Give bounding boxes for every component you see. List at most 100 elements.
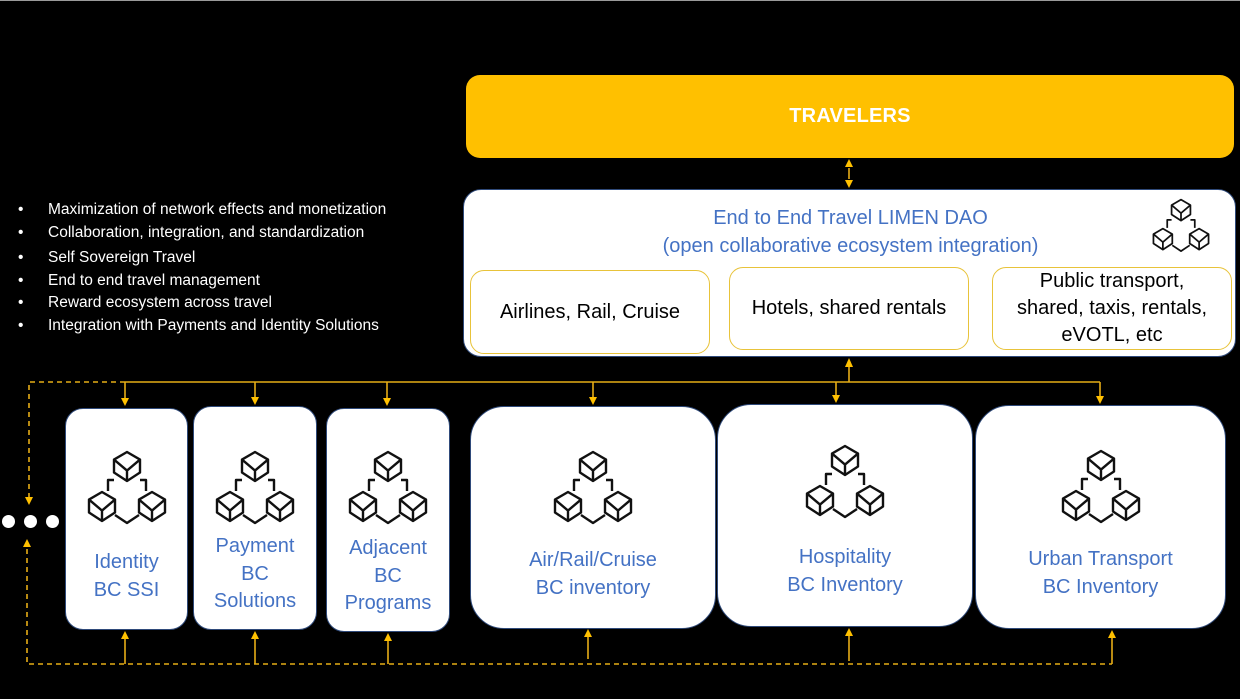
list-item: • End to end travel management: [18, 270, 448, 293]
cube-shape: [1061, 489, 1090, 522]
bc-label-line: Solutions: [213, 590, 297, 612]
list-item-text: Integration with Payments and Identity S…: [48, 316, 379, 334]
link-line: [858, 472, 866, 485]
blockchain-icon: [1152, 198, 1210, 252]
list-item-text: Self Sovereign Travel: [48, 249, 196, 266]
list-item-text: Collaboration, integration, and standard…: [48, 223, 365, 241]
blockchain-icon: [553, 450, 633, 525]
list-item-text: Maximization of network effects and mone…: [48, 201, 387, 218]
air-rail-cruise-bc-box: Air/Rail/Cruise BC inventory: [470, 406, 716, 629]
list-item-text: Reward ecosystem across travel: [48, 294, 272, 311]
link-line: [1080, 477, 1088, 490]
cube-shape: [112, 450, 141, 483]
segment-line: Hotels, shared rentals: [751, 297, 947, 319]
link-line: [580, 514, 606, 525]
cube-shape: [1111, 489, 1140, 522]
bullet-icon: •: [18, 294, 24, 311]
link-line: [606, 478, 614, 491]
link-line: [1166, 219, 1172, 228]
urban-transport-bc-box: Urban Transport BC Inventory: [975, 405, 1226, 629]
cube-shape: [1188, 227, 1210, 251]
link-line: [375, 514, 401, 525]
dao-title: End to End Travel LIMEN DAO (open collab…: [464, 204, 1237, 260]
cube-shape: [1086, 449, 1115, 482]
payment-bc-box: Payment BC Solutions: [193, 406, 317, 630]
bc-label-line: BC Inventory: [787, 573, 903, 596]
link-line: [113, 514, 140, 525]
adjacent-bc-box: Adjacent BC Programs: [326, 408, 450, 632]
bullet-icon: •: [18, 271, 24, 289]
cube-shape: [348, 490, 378, 523]
link-line: [1087, 513, 1114, 524]
link-line: [401, 478, 409, 491]
segment-public-transport: Public transport, shared, taxis, rentals…: [992, 267, 1232, 350]
list-item: • Integration with Payments and Identity …: [18, 315, 448, 338]
bullet-icon: •: [18, 201, 24, 218]
limen-dao-box: End to End Travel LIMEN DAO (open collab…: [463, 189, 1236, 357]
list-item: • Reward ecosystem across travel: [18, 292, 448, 315]
link-line: [234, 478, 242, 491]
cube-shape: [603, 490, 633, 523]
link-line: [1113, 477, 1121, 490]
bc-label-line: Programs: [344, 592, 432, 614]
blockchain-icon: [1061, 449, 1140, 524]
bullet-icon: •: [18, 249, 24, 266]
dot: [46, 515, 59, 528]
list-item: • Self Sovereign Travel: [18, 247, 448, 270]
cube-shape: [805, 484, 835, 517]
benefits-list: • Maximization of network effects and mon…: [18, 199, 448, 337]
list-item: • Collaboration, integration, and standar…: [18, 222, 448, 245]
bc-label-line: BC: [241, 562, 269, 585]
cube-shape: [553, 490, 583, 523]
segment-line: Public transport,: [1039, 270, 1185, 292]
cube-shape: [87, 490, 116, 523]
bullet-icon: •: [18, 316, 24, 334]
segment-line: shared, taxis, rentals,: [1016, 297, 1208, 319]
identity-bc-box: Identity BC SSI: [65, 408, 188, 630]
bc-label-line: Hospitality: [798, 546, 892, 568]
link-line: [824, 472, 832, 485]
cube-shape: [373, 450, 403, 483]
bc-label-line: Urban Transport: [1028, 548, 1173, 570]
dao-title-line1: End to End Travel LIMEN DAO: [713, 207, 988, 229]
cube-shape: [215, 490, 245, 523]
cube-shape: [1170, 198, 1192, 222]
segment-hotels-rentals: Hotels, shared rentals: [729, 267, 969, 350]
cube-shape: [265, 490, 295, 523]
cube-shape: [398, 490, 428, 523]
bc-label-line: BC Inventory: [1042, 575, 1159, 598]
link-line: [367, 478, 375, 491]
link-line: [106, 478, 114, 491]
dao-title-line2: (open collaborative ecosystem integratio…: [662, 235, 1039, 257]
link-line: [242, 514, 268, 525]
blockchain-icon: [805, 444, 885, 519]
link-line: [268, 478, 276, 491]
list-item-text: End to end travel management: [48, 271, 260, 289]
travelers-banner: TRAVELERS: [466, 75, 1234, 158]
cube-shape: [830, 444, 860, 477]
cube-shape: [578, 450, 608, 483]
cube-shape: [240, 450, 270, 483]
blockchain-icon: [215, 450, 295, 525]
blockchain-icon: [87, 450, 166, 525]
bc-label-line: BC SSI: [93, 578, 160, 601]
blockchain-icon: [348, 450, 428, 525]
link-line: [1190, 219, 1196, 228]
segment-line: Airlines, Rail, Cruise: [499, 300, 681, 323]
bullet-icon: •: [18, 223, 24, 241]
bc-label-line: Payment: [215, 535, 295, 557]
dot: [2, 515, 15, 528]
hospitality-bc-box: Hospitality BC Inventory: [717, 404, 973, 627]
ellipsis-icon: [2, 515, 59, 528]
link-line: [1171, 244, 1191, 252]
bc-label-line: Air/Rail/Cruise: [529, 549, 657, 571]
bc-label-line: Adjacent: [349, 537, 427, 559]
link-line: [832, 508, 858, 519]
cube-shape: [1152, 227, 1174, 251]
travelers-label: TRAVELERS: [789, 105, 911, 127]
segment-line: eVOTL, etc: [1061, 324, 1163, 346]
segment-airlines-rail-cruise: Airlines, Rail, Cruise: [470, 270, 710, 354]
bc-label-line: Identity: [94, 551, 159, 573]
cube-shape: [137, 490, 166, 523]
bc-label-line: BC inventory: [535, 576, 651, 599]
